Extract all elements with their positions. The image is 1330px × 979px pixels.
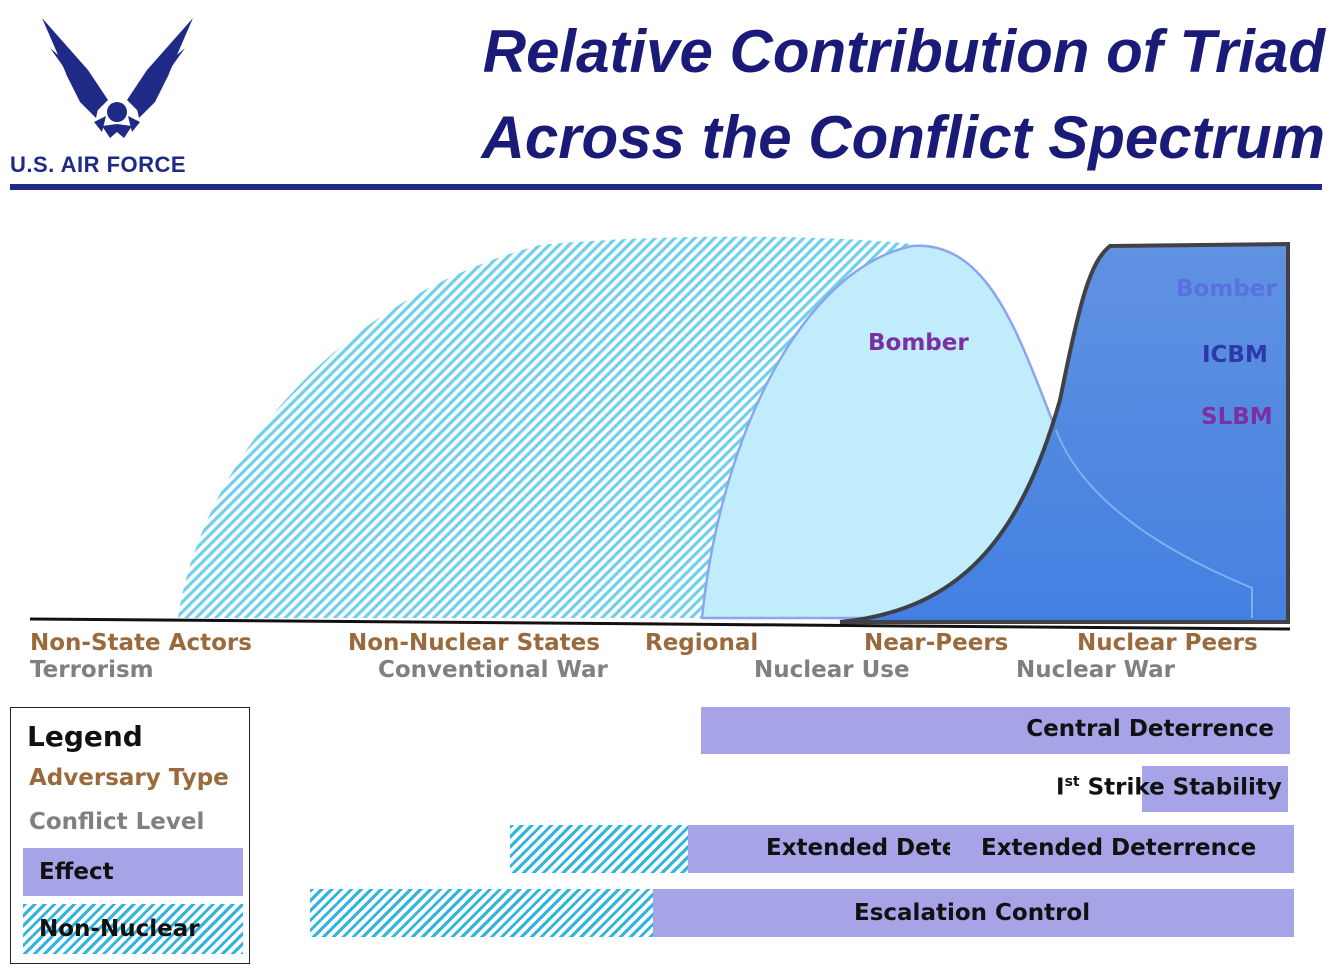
bomber-label-right: Bomber <box>1176 276 1277 302</box>
first-strike-stability-label: Ist Strike Stability <box>1056 774 1282 801</box>
legend-title: Legend <box>27 720 143 753</box>
effect-bar-first-strike-stability <box>1142 766 1288 812</box>
extended-deterrence-clipped-label: Extended Dete <box>766 835 950 861</box>
adversary-near-peers: Near-Peers <box>864 630 1009 656</box>
conflict-terrorism: Terrorism <box>30 657 154 683</box>
legend-effect-swatch: Effect <box>23 848 243 896</box>
non-nuclear-bar-extended-deterrence <box>510 825 688 873</box>
title-underline <box>10 184 1322 190</box>
legend-non-nuclear-label: Non-Nuclear <box>39 916 200 942</box>
escalation-control-label: Escalation Control <box>854 900 1091 926</box>
page-title-line-1: Relative Contribution of Triad <box>482 18 1325 85</box>
spectrum-axis-line <box>29 617 1291 631</box>
adversary-non-nuclear-states: Non-Nuclear States <box>348 630 600 656</box>
page-title-line-2: Across the Conflict Spectrum <box>481 104 1326 171</box>
legend-effect-label: Effect <box>39 859 114 885</box>
conflict-nuclear-use: Nuclear Use <box>754 657 910 683</box>
legend-conflict-level: Conflict Level <box>29 809 205 835</box>
legend-non-nuclear-swatch: Non-Nuclear <box>23 904 243 954</box>
bomber-overlap-line <box>1055 429 1253 618</box>
adversary-nuclear-peers: Nuclear Peers <box>1077 630 1258 656</box>
extended-deterrence-clipped-box: Extended Dete <box>688 825 950 873</box>
non-nuclear-contribution-area <box>178 236 912 618</box>
bomber-label-center: Bomber <box>868 330 969 356</box>
non-nuclear-bar-escalation-control <box>310 889 653 937</box>
air-force-wings-logo <box>42 18 193 138</box>
legend-adversary-type: Adversary Type <box>29 765 229 791</box>
icbm-label: ICBM <box>1202 342 1268 368</box>
effect-bar-escalation-control: Escalation Control <box>653 889 1294 937</box>
adversary-regional: Regional <box>645 630 759 656</box>
logo-text: U.S. AIR FORCE <box>10 152 187 177</box>
effect-bar-extended-deterrence <box>688 825 1294 873</box>
conflict-conventional-war: Conventional War <box>378 657 608 683</box>
slbm-label: SLBM <box>1201 404 1273 430</box>
triad-contribution-area <box>839 241 1290 624</box>
effect-bar-central-deterrence: Central Deterrence <box>701 707 1290 754</box>
central-deterrence-label: Central Deterrence <box>1026 716 1274 742</box>
adversary-non-state-actors: Non-State Actors <box>30 630 252 656</box>
conflict-nuclear-war: Nuclear War <box>1016 657 1176 683</box>
legend-box: Legend Adversary Type Conflict Level Eff… <box>10 707 250 964</box>
extended-deterrence-label: Extended Deterrence <box>981 835 1257 861</box>
